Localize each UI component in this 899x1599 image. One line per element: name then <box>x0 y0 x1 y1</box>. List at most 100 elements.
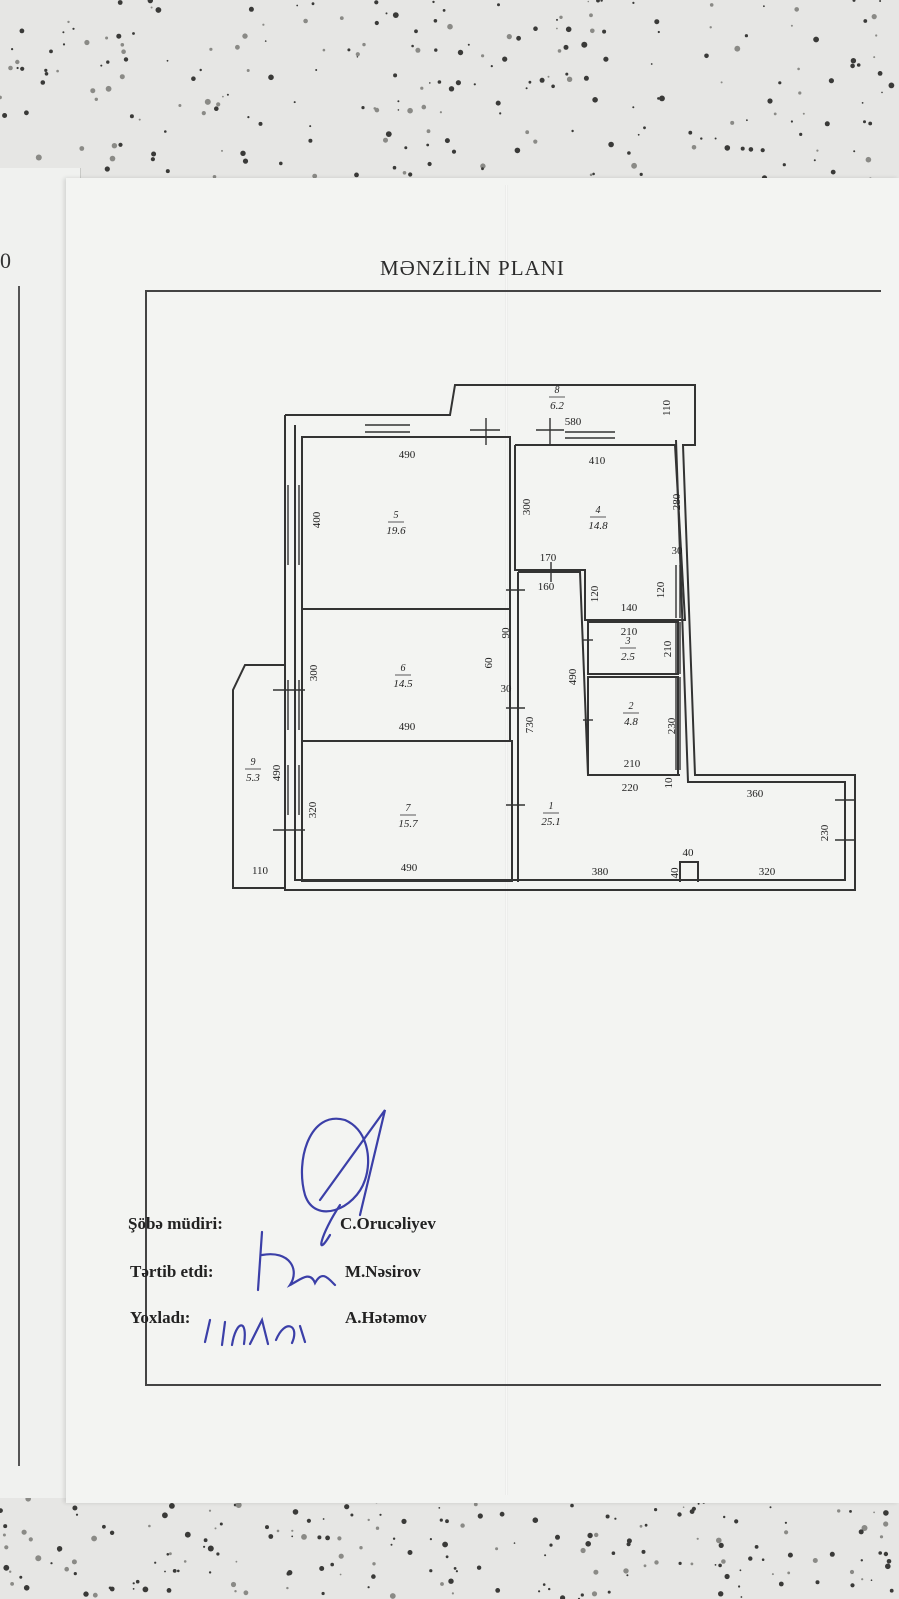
speckle-dot <box>654 1560 659 1565</box>
speckle-dot <box>603 56 609 62</box>
paper-fold <box>505 185 508 1495</box>
document-frame <box>145 290 881 1386</box>
speckle-dot <box>132 32 135 35</box>
room-number: 3 <box>625 636 631 647</box>
speckle-dot <box>374 20 379 26</box>
speckle-dot <box>457 49 464 56</box>
speckle-dot <box>626 1574 629 1577</box>
speckle-dot <box>121 49 126 54</box>
speckle-dot <box>544 1554 547 1557</box>
outer-wall <box>284 384 856 891</box>
previous-page-number: 0 <box>0 248 11 273</box>
speckle-dot <box>106 60 110 64</box>
speckle-dot <box>361 106 365 110</box>
speckle-dot <box>397 109 400 111</box>
speckle-dot <box>147 0 153 4</box>
dimension-label: 300 <box>521 498 533 515</box>
speckle-dot <box>35 1555 42 1562</box>
speckle-dot <box>117 0 123 5</box>
speckle-dot <box>62 31 65 34</box>
speckle-dot <box>587 1532 593 1539</box>
speckle-dot <box>538 1590 541 1593</box>
speckle-dot <box>448 86 455 92</box>
speckle-dot <box>816 149 819 152</box>
speckle-dot <box>873 56 876 59</box>
speckle-dot <box>879 1535 884 1539</box>
speckle-dot <box>383 137 388 143</box>
speckle-dot <box>850 58 857 64</box>
room-area: 14.8 <box>588 520 608 532</box>
speckle-dot <box>437 80 442 84</box>
speckle-dot <box>602 29 607 34</box>
speckle-dot <box>559 15 563 19</box>
speckle-dot <box>291 1535 294 1538</box>
speckle-dot <box>177 1569 180 1573</box>
speckle-dot <box>296 4 299 7</box>
speckle-dot <box>268 1534 274 1539</box>
speckle-dot <box>738 1585 741 1588</box>
speckle-dot <box>532 1517 539 1523</box>
speckle-dot <box>614 1517 617 1520</box>
speckle-dot <box>886 1559 892 1564</box>
speckle-dot <box>258 121 263 126</box>
signature-row-1: Şöbə müdiri: C.Orucəliyev <box>128 1214 458 1238</box>
speckle-dot <box>172 1569 177 1573</box>
speckle-dot <box>754 1545 759 1549</box>
speckle-dot <box>852 0 856 2</box>
room-area: 4.8 <box>624 716 638 728</box>
speckle-dot <box>79 146 85 151</box>
speckle-dot <box>513 1542 516 1544</box>
room-area: 14.5 <box>393 678 413 690</box>
speckle-dot <box>308 138 313 143</box>
speckle-dot <box>235 1502 242 1508</box>
speckle-dot <box>102 1524 106 1529</box>
speckle-dot <box>91 1535 97 1542</box>
speckle-dot <box>166 1553 170 1556</box>
dimension-label: 40 <box>669 867 681 879</box>
signature-label: Yoxladı: <box>130 1308 191 1327</box>
speckle-dot <box>868 121 873 126</box>
dimension-label: 360 <box>747 788 764 800</box>
speckle-dot <box>700 137 703 140</box>
speckle-dot <box>563 44 569 50</box>
speckle-dot <box>718 1591 724 1597</box>
signature-name: C.Orucəliyev <box>340 1214 436 1233</box>
speckle-dot <box>593 1569 599 1575</box>
speckle-dot <box>589 173 593 177</box>
speckle-dot <box>773 112 777 116</box>
speckle-dot <box>740 1596 743 1598</box>
speckle-dot <box>744 34 749 38</box>
speckle-dot <box>108 1586 112 1590</box>
speckle-dot <box>28 1537 33 1542</box>
speckle-dot <box>863 120 866 124</box>
speckle-dot <box>850 1583 855 1588</box>
speckle-dot <box>794 7 799 12</box>
signature-name: M.Nəsirov <box>345 1262 421 1281</box>
speckle-dot <box>734 1519 739 1524</box>
speckle-dot <box>802 112 805 115</box>
speckle-dot <box>724 1573 730 1580</box>
speckle-dot <box>355 52 360 57</box>
speckle-dot <box>565 72 569 76</box>
signature-label: Şöbə müdiri: <box>128 1214 223 1233</box>
speckle-dot <box>555 1534 560 1540</box>
document-sheet <box>66 178 899 1503</box>
speckle-dot <box>871 14 877 20</box>
speckle-dot <box>293 101 296 104</box>
speckle-dot <box>739 1569 742 1572</box>
speckle-dot <box>138 118 141 121</box>
speckle-dot <box>100 64 103 67</box>
speckle-dot <box>208 1509 212 1512</box>
speckle-dot <box>721 1559 726 1564</box>
speckle-dot <box>860 1559 863 1562</box>
dimension-label: 320 <box>759 866 776 878</box>
speckle-dot <box>148 1524 151 1528</box>
speckle-dot <box>438 1507 441 1509</box>
speckle-dot <box>150 6 153 9</box>
speckle-dot <box>547 75 550 78</box>
speckle-dot <box>118 142 123 147</box>
speckle-dot <box>344 1504 350 1510</box>
speckle-dot <box>643 126 646 130</box>
speckle-dot <box>678 1561 682 1565</box>
